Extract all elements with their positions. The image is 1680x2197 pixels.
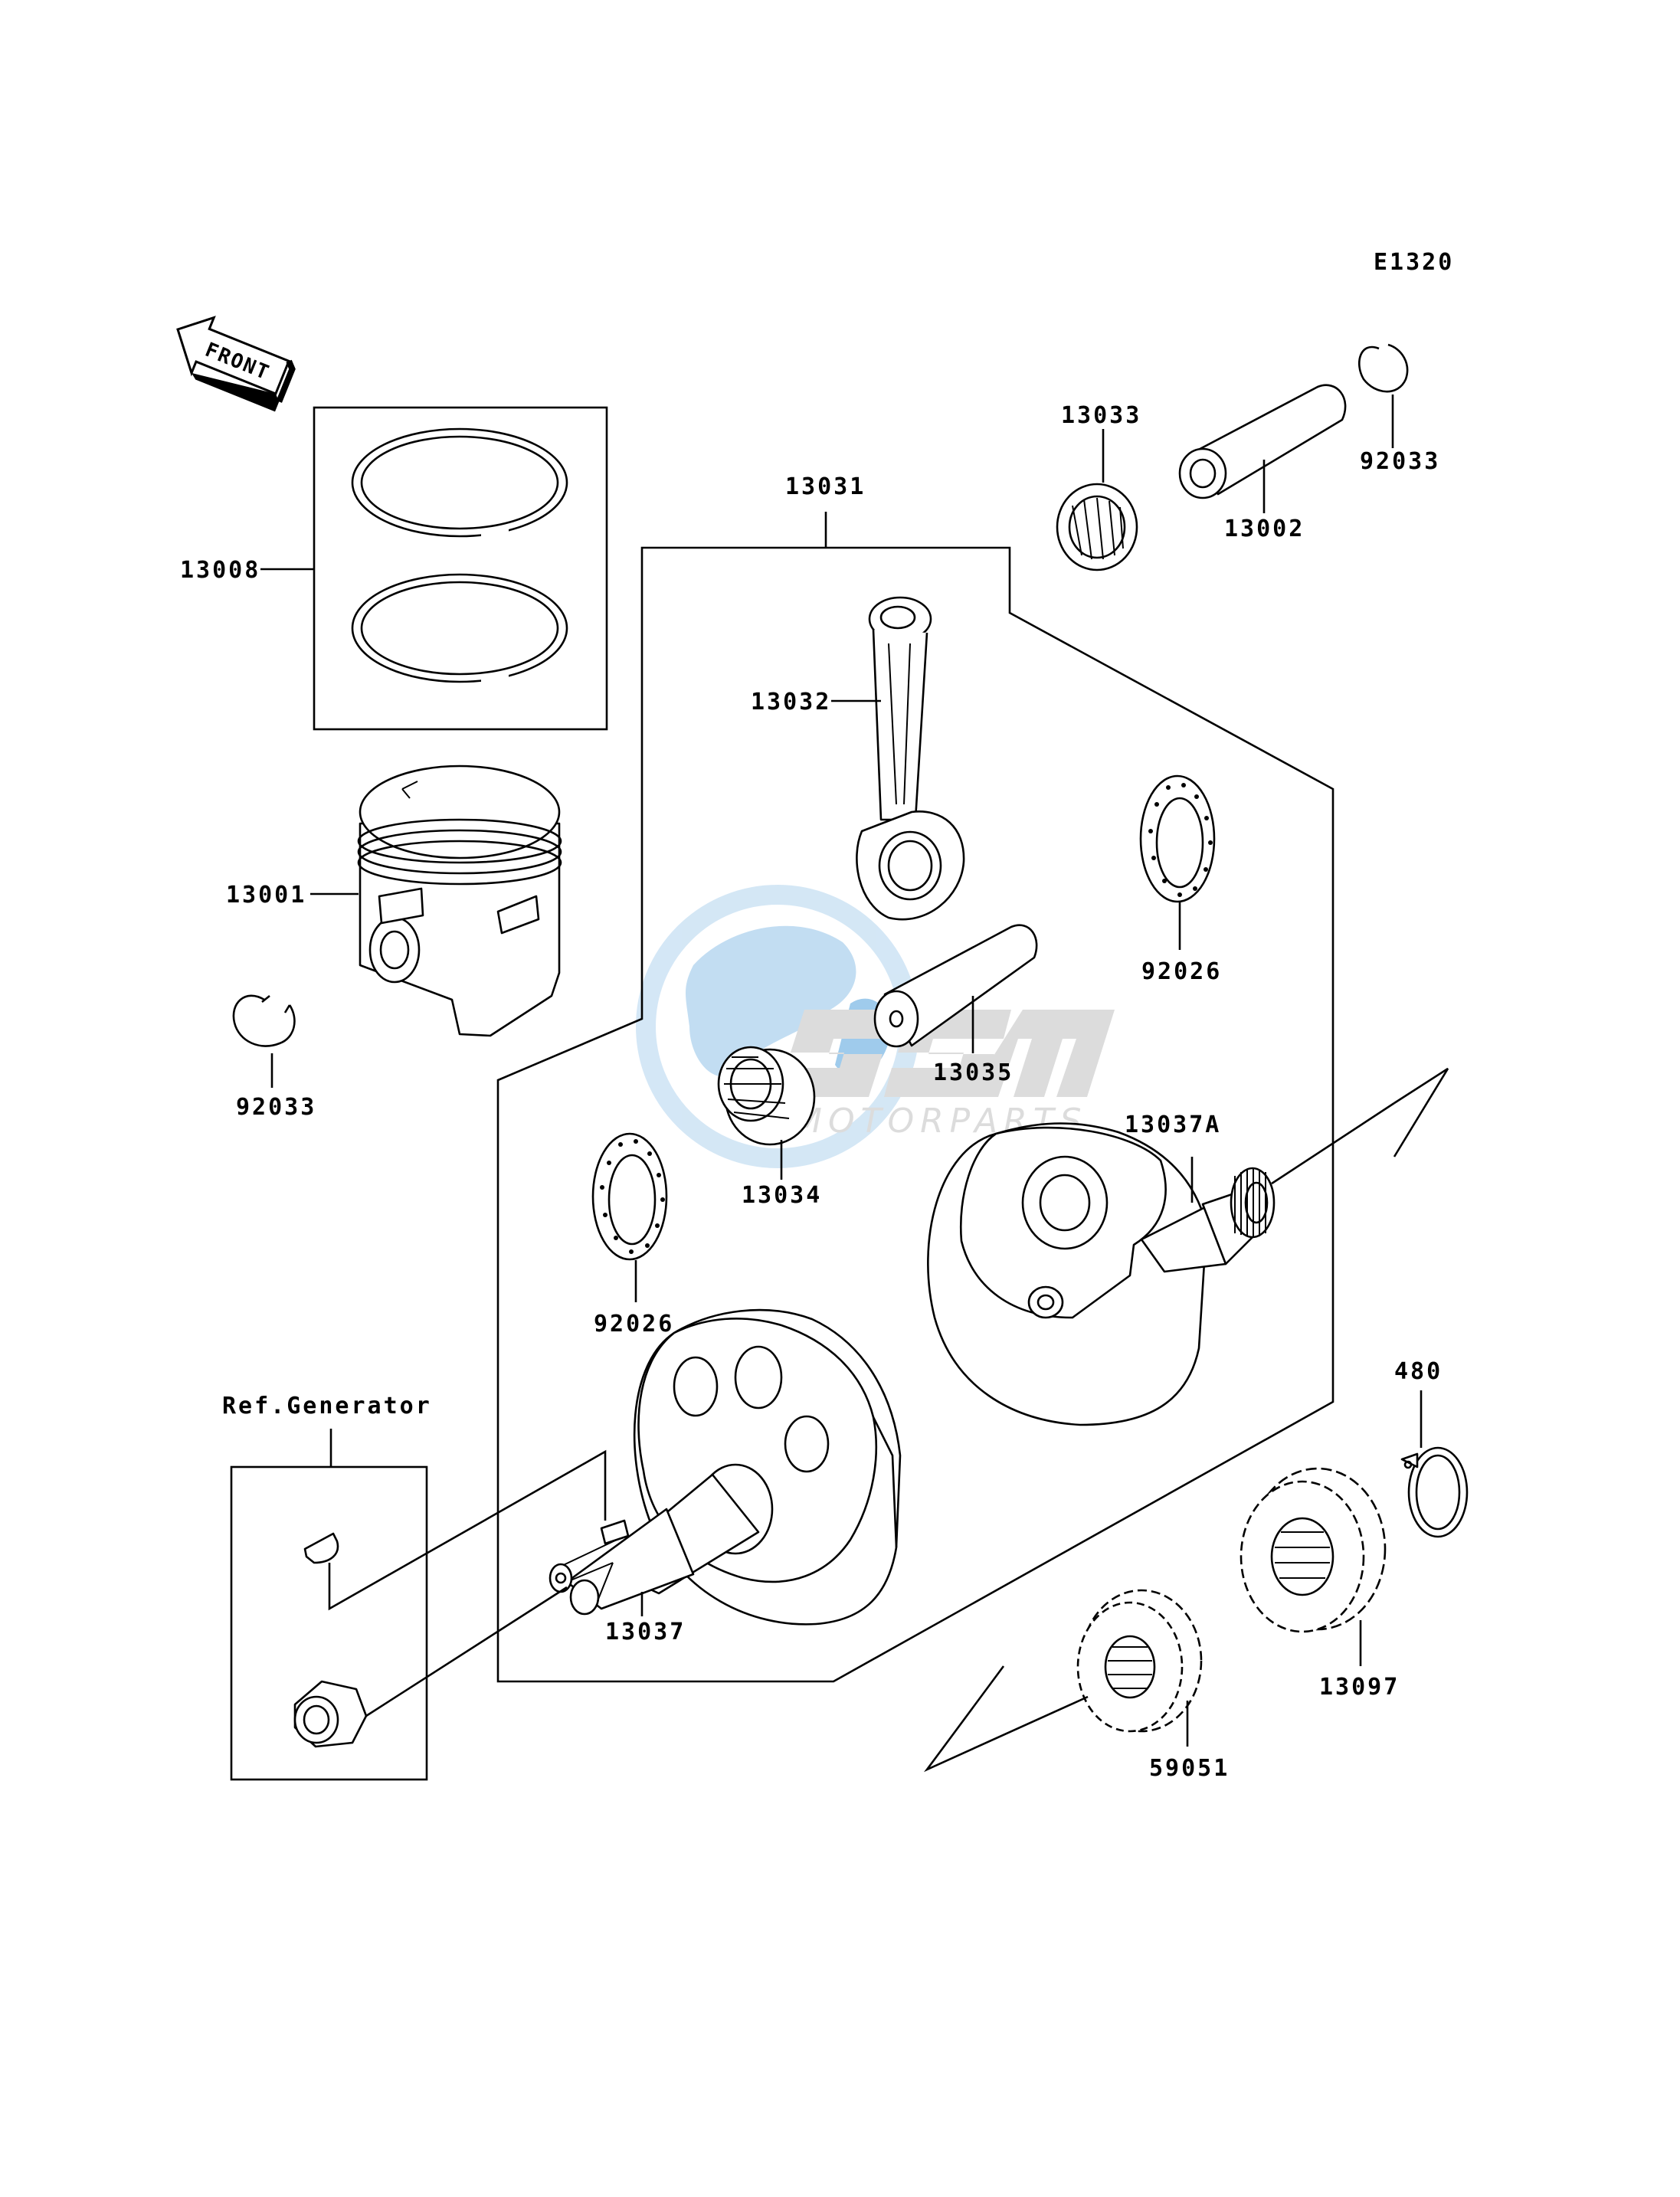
gear-13097 xyxy=(1240,1467,1387,1633)
label-13002: 13002 xyxy=(1224,516,1305,542)
crankshaft-right-half xyxy=(927,1067,1449,1426)
crankshaft-left-half xyxy=(549,1308,902,1626)
gear-59051 xyxy=(923,1589,1203,1773)
ref-generator-group xyxy=(230,1429,607,1781)
crankshaft-assembly-outline xyxy=(496,546,1335,1683)
big-end-bearing xyxy=(717,1046,816,1146)
label-13037: 13037 xyxy=(605,1619,686,1645)
label-13034: 13034 xyxy=(742,1182,822,1209)
piston-ring-set xyxy=(313,406,608,731)
label-13033: 13033 xyxy=(1061,402,1141,429)
ref-generator-label: Ref.Generator xyxy=(222,1393,432,1419)
label-13097: 13097 xyxy=(1319,1674,1400,1701)
label-13001: 13001 xyxy=(226,882,306,909)
piston-pin-clip-right xyxy=(1358,343,1409,393)
circlip-480 xyxy=(1400,1446,1469,1538)
label-92033-right: 92033 xyxy=(1360,448,1440,475)
label-13008: 13008 xyxy=(180,557,260,584)
piston-pin-clip-left xyxy=(232,994,296,1047)
diagram-code: E1320 xyxy=(1374,249,1454,276)
woodruff-key xyxy=(303,1532,339,1564)
label-13031: 13031 xyxy=(785,473,866,500)
connecting-rod xyxy=(856,596,965,921)
label-92026-right: 92026 xyxy=(1141,958,1222,985)
thrust-washer-left xyxy=(591,1132,668,1261)
label-92033-left: 92033 xyxy=(236,1094,316,1121)
piston xyxy=(357,765,562,1037)
label-13035: 13035 xyxy=(933,1059,1014,1086)
label-480: 480 xyxy=(1394,1358,1443,1385)
piston-pin xyxy=(1178,384,1347,499)
label-13037A: 13037A xyxy=(1125,1112,1221,1138)
crank-pin xyxy=(873,924,1038,1048)
crankshaft-nut xyxy=(293,1680,368,1748)
label-13032: 13032 xyxy=(751,689,831,715)
label-92026-left: 92026 xyxy=(594,1311,674,1338)
small-end-bearing xyxy=(1056,483,1138,571)
front-arrow-icon: FRONT xyxy=(176,316,296,412)
thrust-washer-right xyxy=(1139,774,1216,903)
label-59051: 59051 xyxy=(1149,1755,1230,1782)
